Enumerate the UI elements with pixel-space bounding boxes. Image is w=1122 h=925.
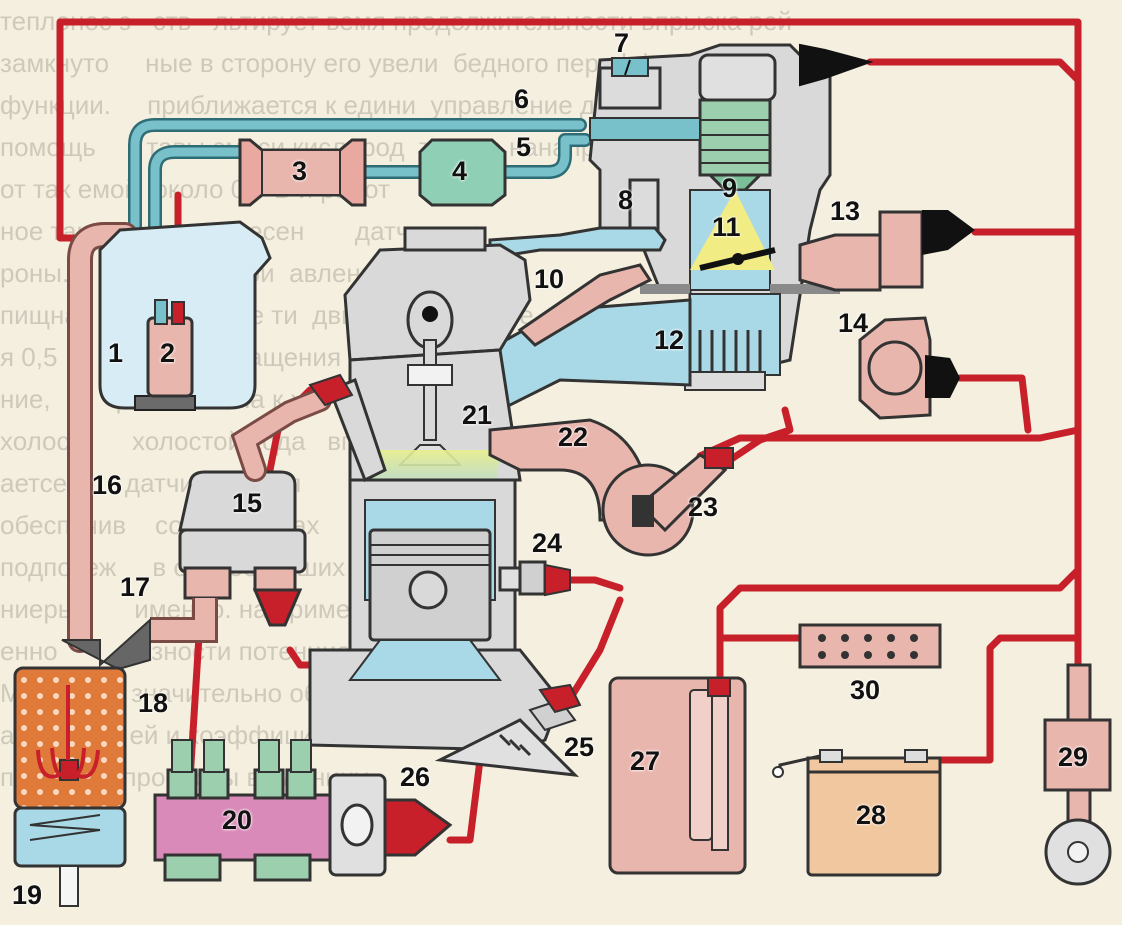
label-15: 15 [232,488,263,518]
battery-28 [772,749,942,877]
ecu-27 [608,676,747,875]
sensor-24 [498,560,571,597]
fuel-filter [238,138,367,207]
label-30: 30 [850,675,881,705]
canister-18 [13,617,151,907]
label-4: 4 [452,156,468,186]
label-23: 23 [688,492,719,522]
fuel-lines [128,118,592,337]
connector-7 [799,43,874,87]
label-24: 24 [532,528,563,558]
label-13: 13 [830,196,861,226]
leader-lines [624,59,631,76]
label-8: 8 [618,185,634,215]
label-11: 11 [712,212,741,242]
sensor-14 [858,316,960,420]
label-2: 2 [160,338,176,368]
fuel-pressure-damper [418,138,507,207]
label-7: 7 [614,28,630,58]
label-26: 26 [400,762,431,792]
label-22: 22 [558,422,589,452]
label-10: 10 [534,264,565,294]
label-6: 6 [514,84,530,114]
part-30 [798,623,942,669]
label-18: 18 [138,688,169,718]
label-21: 21 [462,400,493,430]
label-19: 19 [12,880,43,910]
fuel-pump [146,299,194,398]
engine-block [308,226,562,752]
spark-plug [308,373,387,483]
label-28: 28 [856,800,887,830]
label-1: 1 [108,338,124,368]
label-9: 9 [722,173,738,203]
module-20 [153,739,332,882]
label-25: 25 [564,732,595,762]
label-27: 27 [630,746,661,776]
label-12: 12 [654,325,685,355]
ignition-coil-15 [178,388,332,627]
label-29: 29 [1058,742,1089,772]
sensor-23 [601,447,734,557]
label-20: 20 [222,805,253,835]
part-26 [328,773,453,877]
label-16: 16 [92,470,123,500]
label-17: 17 [120,572,151,602]
label-3: 3 [292,156,308,186]
sensor-25 [434,683,582,777]
sensor-13 [798,210,975,292]
label-14: 14 [838,308,869,338]
label-5: 5 [516,132,532,162]
sensor-29 [1043,663,1112,886]
